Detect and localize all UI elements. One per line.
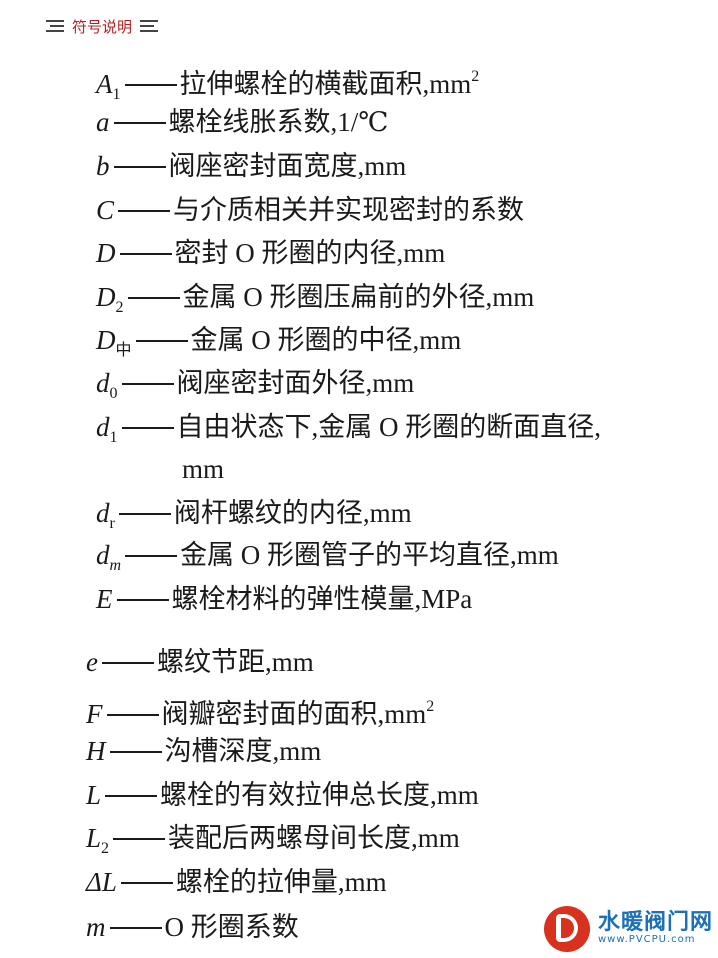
symbol-description: 阀杆螺纹的内径,mm bbox=[173, 498, 412, 528]
symbol-description: 螺栓的拉伸量,mm bbox=[175, 867, 387, 897]
symbol: L bbox=[86, 823, 102, 853]
symbol: d bbox=[96, 412, 110, 442]
symbol: A bbox=[96, 69, 113, 99]
dash bbox=[101, 661, 154, 664]
symbol-description: 金属 O 形圈的中径,mm bbox=[190, 325, 462, 355]
symbol: a bbox=[96, 107, 110, 137]
symbol-description: 自由状态下,金属 O 形圈的断面直径, bbox=[176, 412, 602, 442]
symbol: F bbox=[86, 699, 103, 729]
symbol-entry: L2 装配后两螺母间长度,mm bbox=[86, 821, 460, 866]
logo-mark-icon bbox=[544, 906, 590, 952]
symbol-description-continuation: mm bbox=[182, 454, 225, 484]
section-title: 符号说明 bbox=[72, 17, 133, 36]
symbol: m bbox=[86, 912, 106, 942]
dash bbox=[127, 296, 180, 299]
symbol: E bbox=[96, 584, 113, 614]
symbol: e bbox=[86, 647, 98, 677]
symbol-entry: m O 形圈系数 bbox=[86, 910, 299, 944]
symbol-description: 装配后两螺母间长度,mm bbox=[168, 823, 460, 853]
symbol: b bbox=[96, 151, 110, 181]
symbol: d bbox=[96, 498, 110, 528]
symbol-subscript: 1 bbox=[109, 429, 118, 446]
symbol-entry: b 阀座密封面宽度,mm bbox=[96, 149, 406, 183]
dash bbox=[113, 165, 166, 168]
dash bbox=[116, 598, 169, 601]
dash bbox=[113, 837, 166, 840]
symbol-entry: A1 拉伸螺栓的横截面积,mm2 bbox=[96, 60, 479, 112]
symbol-entry: C 与介质相关并实现密封的系数 bbox=[96, 193, 524, 227]
symbol-entry: D2 金属 O 形圈压扁前的外径,mm bbox=[96, 280, 534, 325]
symbol: ΔL bbox=[86, 867, 117, 897]
symbol: d bbox=[96, 368, 110, 398]
symbol-subscript: 中 bbox=[115, 342, 132, 359]
symbol: L bbox=[86, 780, 102, 810]
symbol-subscript: 0 bbox=[109, 385, 118, 402]
symbol-subscript: 2 bbox=[115, 299, 124, 316]
symbol: D bbox=[96, 325, 116, 355]
dash bbox=[135, 339, 188, 342]
symbol-description: 阀瓣密封面的面积,mm bbox=[161, 699, 427, 729]
dash bbox=[113, 121, 166, 124]
dash bbox=[119, 252, 172, 255]
symbol-entry: L 螺栓的有效拉伸总长度,mm bbox=[86, 778, 479, 812]
symbol-description: 沟槽深度,mm bbox=[164, 736, 322, 766]
symbol-entry: ΔL 螺栓的拉伸量,mm bbox=[86, 865, 387, 899]
unit-superscript: 2 bbox=[426, 698, 435, 715]
symbol-subscript: m bbox=[109, 557, 122, 574]
unit-superscript: 2 bbox=[471, 68, 480, 85]
symbol: d bbox=[96, 540, 110, 570]
symbol-entry: d0 阀座密封面外径,mm bbox=[96, 366, 414, 411]
symbol: C bbox=[96, 195, 115, 225]
dash bbox=[118, 512, 171, 515]
logo-name: 水暖阀门网 bbox=[598, 910, 714, 935]
symbol-entry: a 螺栓线胀系数,1/℃ bbox=[96, 105, 388, 139]
symbol-entry: e 螺纹节距,mm bbox=[86, 645, 314, 679]
symbol-entry: dr 阀杆螺纹的内径,mm bbox=[96, 496, 412, 541]
symbol-subscript: 2 bbox=[101, 840, 110, 857]
symbol-subscript: r bbox=[109, 515, 115, 532]
symbol-entry: E 螺栓材料的弹性模量,MPa bbox=[96, 582, 472, 616]
dash bbox=[121, 426, 174, 429]
dash bbox=[125, 554, 178, 557]
dash bbox=[109, 926, 162, 929]
dash bbox=[120, 881, 173, 884]
symbol-entry: D 密封 O 形圈的内径,mm bbox=[96, 236, 445, 270]
symbol-description: 螺栓的有效拉伸总长度,mm bbox=[160, 780, 479, 810]
symbol-description: 螺栓线胀系数,1/℃ bbox=[168, 107, 389, 137]
symbol-description: 金属 O 形圈管子的平均直径,mm bbox=[180, 540, 559, 570]
symbol-description: 螺纹节距,mm bbox=[156, 647, 314, 677]
symbol-description: O 形圈系数 bbox=[164, 912, 299, 942]
symbol-description: 金属 O 形圈压扁前的外径,mm bbox=[182, 282, 535, 312]
symbol-entry: D中 金属 O 形圈的中径,mm bbox=[96, 323, 461, 368]
symbol-entry: F 阀瓣密封面的面积,mm2 bbox=[86, 690, 434, 731]
menu-lines-icon bbox=[44, 19, 66, 33]
dash bbox=[109, 750, 162, 753]
dash bbox=[124, 83, 177, 86]
symbol: D bbox=[96, 238, 116, 268]
symbol-description: 阀座密封面外径,mm bbox=[176, 368, 415, 398]
symbol: H bbox=[86, 736, 106, 766]
dash bbox=[106, 713, 159, 716]
symbol-description: 与介质相关并实现密封的系数 bbox=[173, 195, 525, 225]
dash bbox=[121, 382, 174, 385]
dash bbox=[105, 794, 158, 797]
site-watermark-logo: 水暖阀门网 www.PVCPU.com bbox=[540, 900, 716, 956]
section-header: 符号说明 bbox=[44, 14, 160, 38]
symbol-entry: dm 金属 O 形圈管子的平均直径,mm bbox=[96, 538, 559, 583]
symbol-entry: H 沟槽深度,mm bbox=[86, 734, 321, 768]
symbol-description: 拉伸螺栓的横截面积,mm bbox=[179, 69, 472, 99]
dash bbox=[118, 209, 171, 212]
logo-url: www.PVCPU.com bbox=[598, 934, 696, 945]
symbol: D bbox=[96, 282, 116, 312]
menu-lines-icon bbox=[138, 19, 160, 33]
symbol-entry: d1 自由状态下,金属 O 形圈的断面直径, bbox=[96, 410, 601, 455]
symbol-description: 螺栓材料的弹性模量,MPa bbox=[171, 584, 473, 614]
symbol-description: 密封 O 形圈的内径,mm bbox=[174, 238, 446, 268]
symbol-description: 阀座密封面宽度,mm bbox=[168, 151, 407, 181]
symbol-subscript: 1 bbox=[112, 86, 121, 103]
